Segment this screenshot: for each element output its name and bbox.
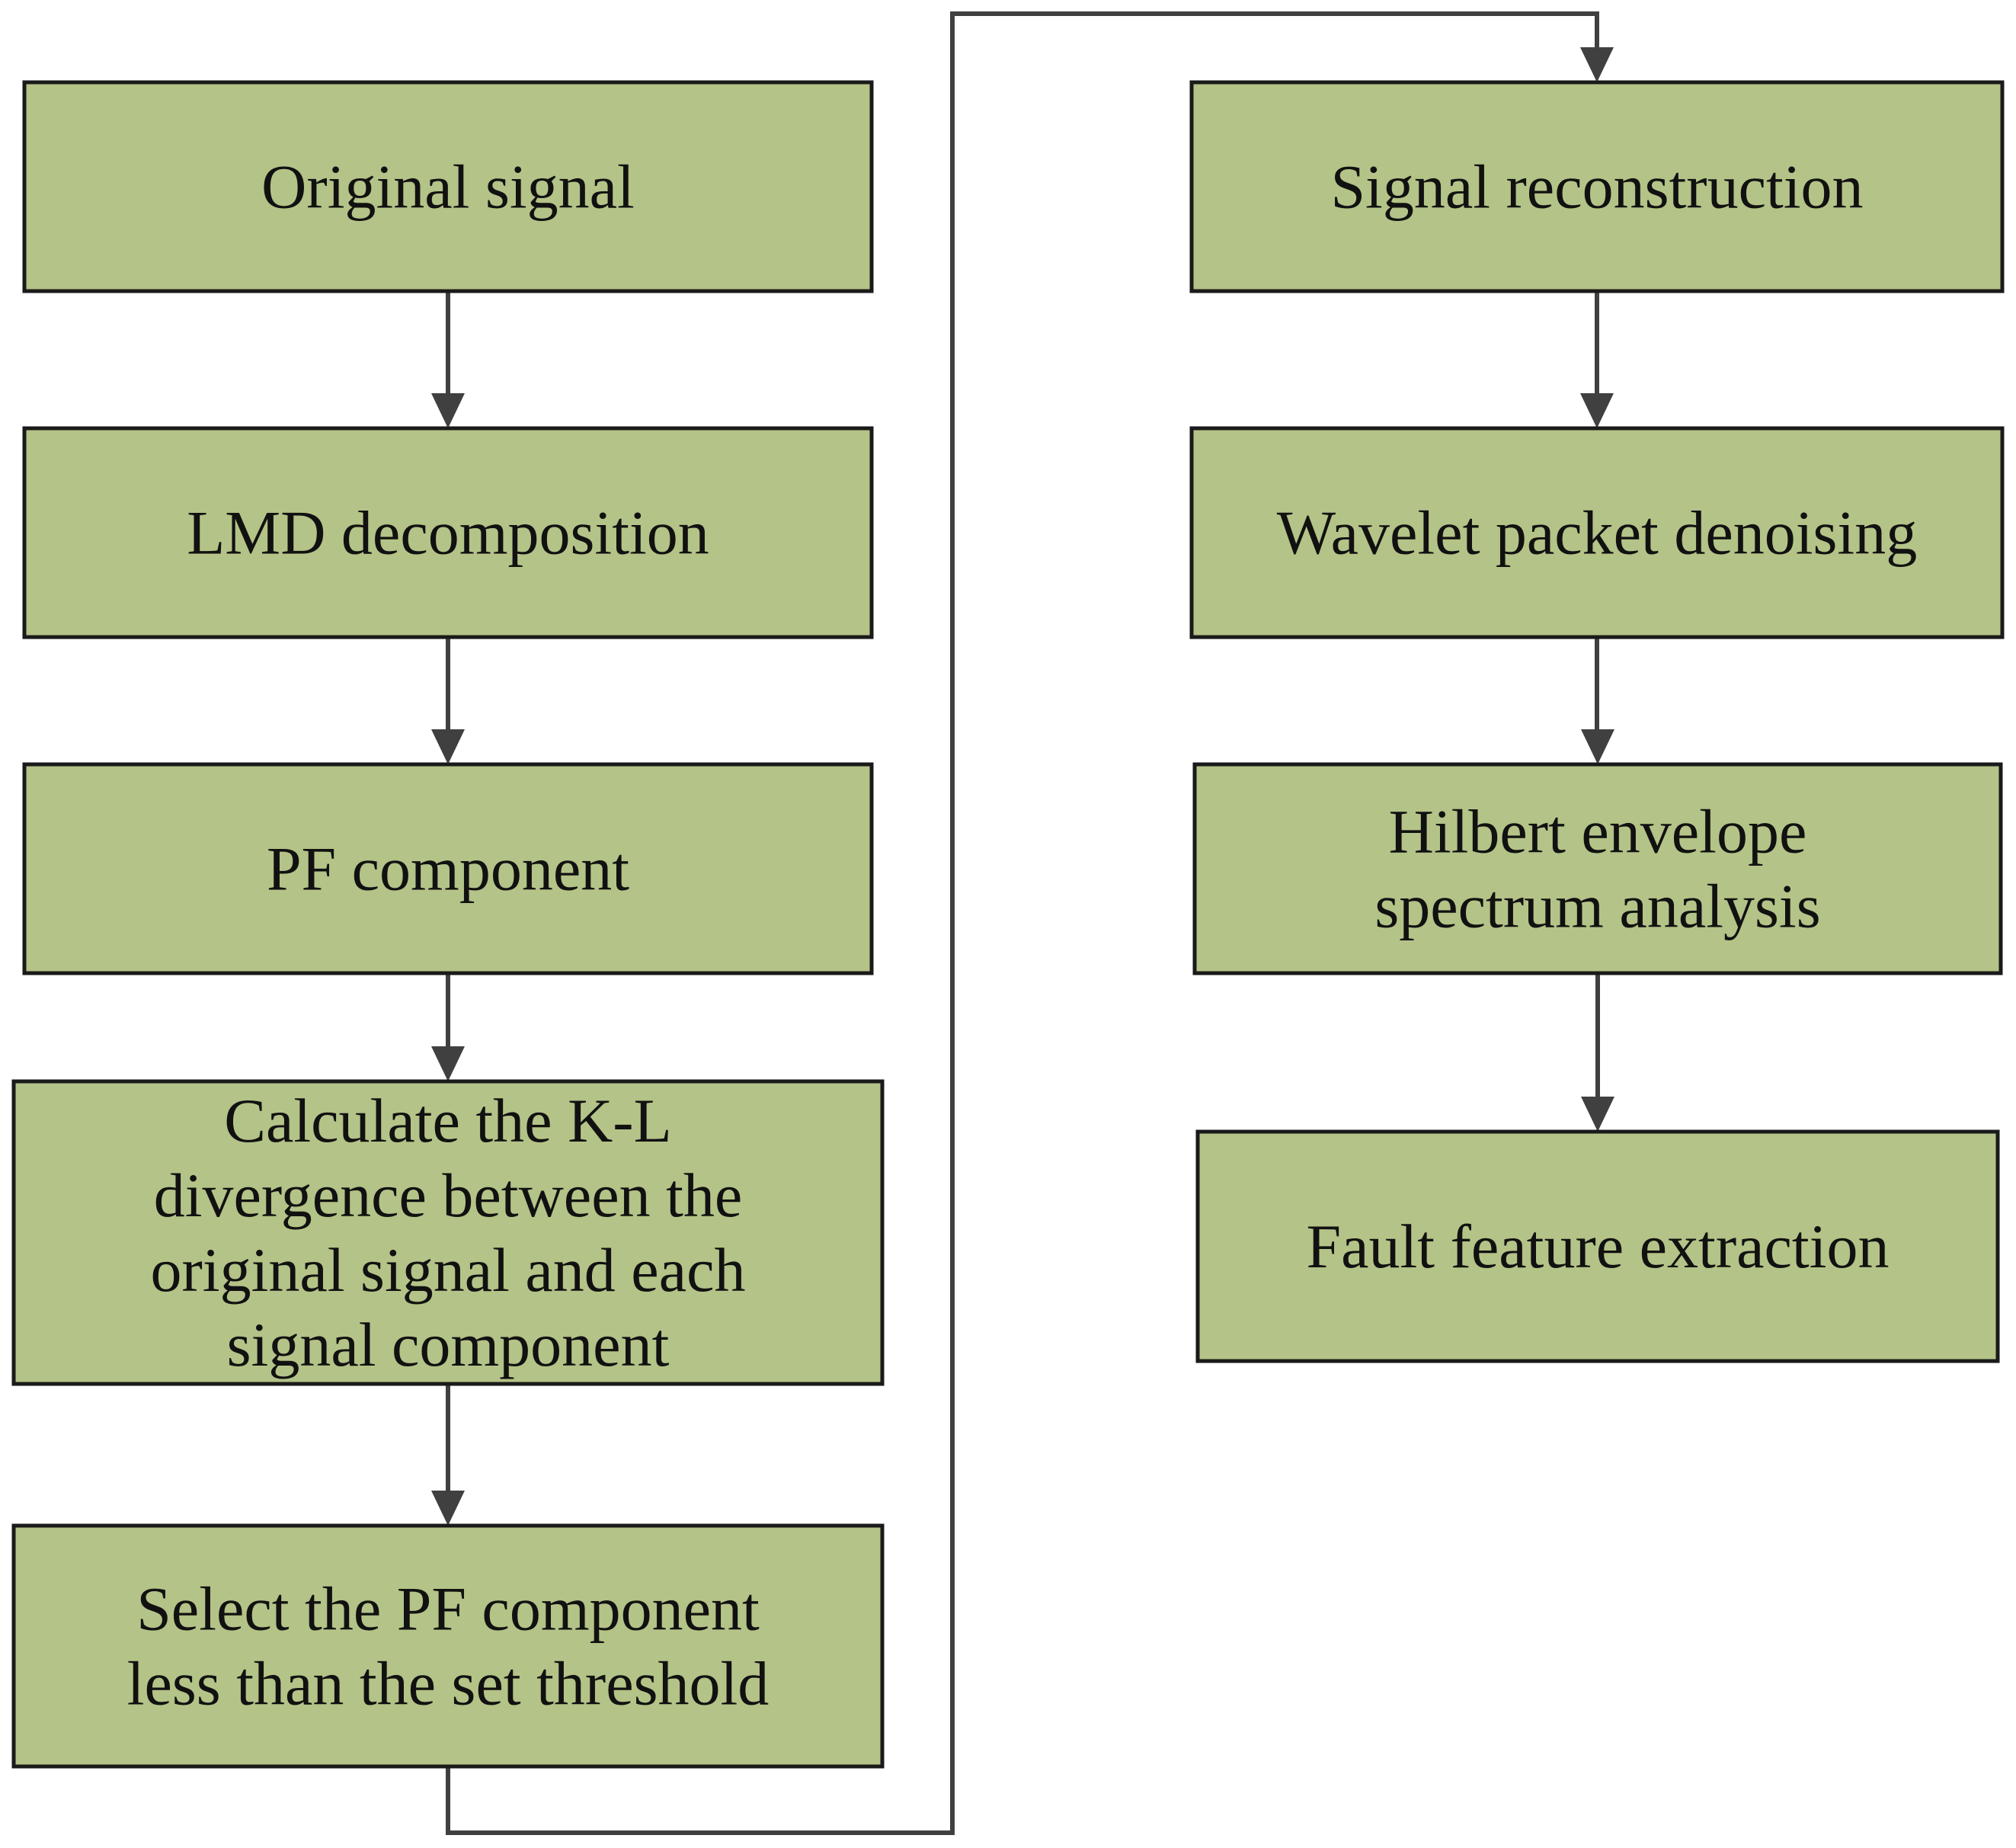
edge-kl-divergence-to-select-pf [431,1384,465,1526]
node-box [1189,426,2005,639]
node-box [1195,1129,2000,1363]
node-signal-reconstruction: Signal reconstruction [1189,80,2005,293]
node-box [11,1523,885,1769]
node-box [1189,80,2005,293]
node-label-line: Original signal [261,152,635,222]
node-label-line: PF component [267,834,629,904]
node-label-line: signal component [227,1310,670,1379]
arrowhead-icon [431,1046,465,1081]
node-label-line: Calculate the K-L [224,1086,671,1155]
edges [431,11,1614,1835]
node-label-line: divergence between the [154,1161,743,1230]
node-box [22,762,874,975]
node-label-line: Hilbert envelope [1389,797,1807,866]
node-pf-component: PF component [22,762,874,975]
node-label-line: Signal reconstruction [1330,152,1863,222]
node-label-line: spectrum analysis [1374,872,1820,941]
node-label-line: less than the set threshold [127,1649,770,1718]
node-wavelet-denoising: Wavelet packet denoising [1189,426,2005,639]
node-box [11,1079,885,1386]
arrowhead-icon [431,393,465,428]
node-label-line: LMD decomposition [187,498,709,568]
edge-select-pf-to-signal-reconstruction [446,11,1614,1835]
edge-wavelet-denoising-to-hilbert-envelope [1581,637,1614,764]
edge-lmd-decomposition-to-pf-component [431,637,465,764]
edge-original-signal-to-lmd-decomposition [431,291,465,428]
edge-signal-reconstruction-to-wavelet-denoising [1580,291,1614,428]
node-label-line: Wavelet packet denoising [1277,498,1917,568]
node-box [22,426,874,639]
node-box [22,80,874,293]
node-label-line: Fault feature extraction [1307,1212,1890,1281]
arrowhead-icon [1581,729,1614,764]
arrowhead-icon [431,729,465,764]
arrowhead-icon [1580,393,1614,428]
arrowhead-icon [431,1491,465,1526]
edge-pf-component-to-kl-divergence [431,973,465,1081]
node-label-line: Select the PF component [136,1574,760,1644]
node-box [1192,762,2003,975]
edge-hilbert-envelope-to-fault-feature [1581,973,1614,1132]
node-fault-feature: Fault feature extraction [1195,1129,2000,1363]
arrowhead-icon [1580,47,1614,82]
arrowhead-icon [1581,1097,1614,1132]
node-label-line: original signal and each [150,1235,745,1305]
connector-line [446,11,1599,1835]
node-lmd-decomposition: LMD decomposition [22,426,874,639]
node-original-signal: Original signal [22,80,874,293]
